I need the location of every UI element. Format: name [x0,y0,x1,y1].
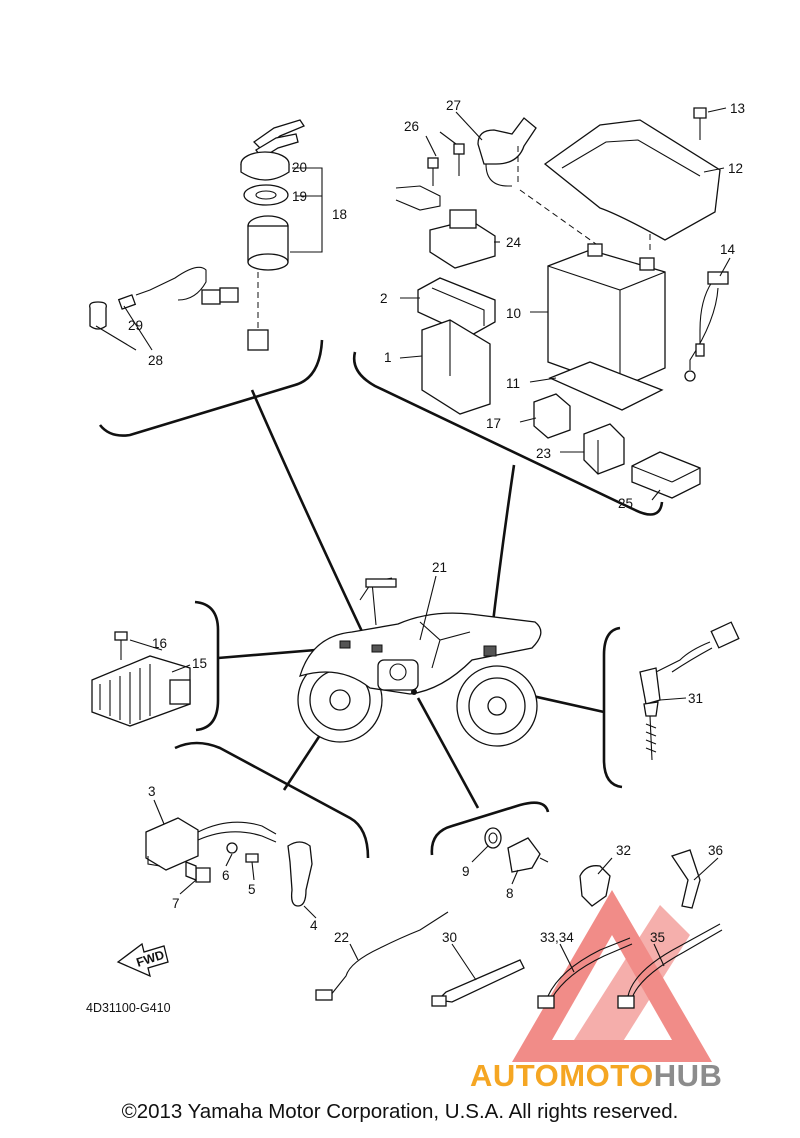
callout-21: 21 [432,560,447,575]
callout-35: 35 [650,930,665,945]
callout-23: 23 [536,446,551,461]
callout-19: 19 [292,189,307,204]
callout-6: 6 [222,868,230,883]
callout-4: 4 [310,918,318,933]
callout-12: 12 [728,161,743,176]
watermark-logo: AUTOMOTOHUB [470,1058,722,1093]
rectifier-group [91,631,191,727]
callout-28: 28 [148,353,163,368]
callout-1: 1 [384,350,392,365]
callout-leaders [129,107,731,981]
watermark-text-secondary: HUB [654,1058,723,1093]
callout-20: 20 [292,160,307,175]
group-brackets [98,339,664,859]
callout-33-34: 33,34 [540,930,574,945]
copyright-notice: ©2013 Yamaha Motor Corporation, U.S.A. A… [121,1100,679,1123]
watermark-text-primary: AUTOMOTO [470,1058,654,1093]
callout-24: 24 [506,235,522,250]
ignition-coil-group [145,817,313,907]
callout-13: 13 [730,101,745,116]
sensor-group [484,827,549,873]
callout-32: 32 [616,843,631,858]
callout-labels: 1 2 3 4 5 6 7 8 9 10 11 12 13 14 15 16 1… [128,98,745,945]
svg-text:AUTOMOTOHUB: AUTOMOTOHUB [470,1058,722,1093]
diagram-code: 4D31100-G410 [86,1001,171,1015]
callout-30: 30 [442,930,457,945]
atv-illustration [297,577,542,747]
callout-17: 17 [486,416,501,431]
callout-31: 31 [688,691,703,706]
callout-8: 8 [506,886,514,901]
callout-5: 5 [248,882,256,897]
callout-26: 26 [404,119,419,134]
callout-9: 9 [462,864,470,879]
fwd-arrow-icon: FWD [116,942,169,978]
callout-22: 22 [334,930,349,945]
callout-3: 3 [148,784,156,799]
callout-2: 2 [380,291,388,306]
callout-27: 27 [446,98,461,113]
callout-36: 36 [708,843,723,858]
callout-10: 10 [506,306,521,321]
callout-14: 14 [720,242,736,257]
callout-15: 15 [192,656,207,671]
callout-7: 7 [172,896,180,911]
callout-11: 11 [506,376,520,391]
group-leader-lines [217,389,605,809]
callout-18: 18 [332,207,347,222]
neutral-switch-group [639,621,740,761]
main-switch-group [89,119,323,351]
callout-25: 25 [618,496,633,511]
watermark-triangle [512,890,712,1062]
harness-and-bands [315,849,723,1009]
battery-ecu-group [395,107,729,499]
callout-16: 16 [152,636,167,651]
callout-29: 29 [128,318,143,333]
